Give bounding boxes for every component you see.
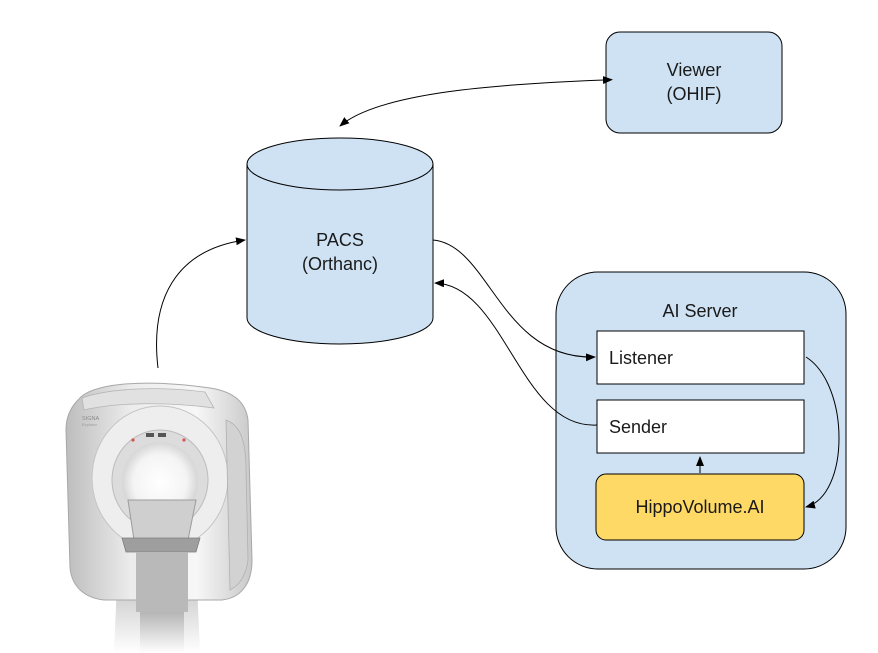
viewer-box [605,31,783,134]
sender-box [596,399,805,454]
pacs-title: PACS [316,230,364,250]
viewer-node: Viewer (OHIF) [605,31,783,134]
viewer-subtitle: (OHIF) [667,84,722,104]
scanner-pacs-arrow [156,237,246,369]
listener-hippovolume-arrow [805,356,840,509]
viewer-title: Viewer [667,60,722,80]
sender-pacs-arrow [434,279,598,426]
viewer-pacs-arrow [339,76,613,127]
scanner-model: Explorer [82,422,98,427]
scanner-table [127,499,197,541]
pacs-cylinder-top [246,137,434,191]
scanner-brand: SIGNA [82,416,99,422]
mri-scanner-icon: SIGNA Explorer [65,382,253,653]
listener-box [596,330,805,385]
sender-label: Sender [609,417,667,437]
pacs-node: PACS (Orthanc) [246,137,434,345]
pacs-listener-arrow [432,239,596,362]
hippovolume-label: HippoVolume.AI [635,497,764,517]
ai-server-title: AI Server [662,301,737,321]
listener-label: Listener [609,348,673,368]
pacs-cylinder-body [246,163,434,345]
hippovolume-box [595,473,805,541]
pacs-subtitle: (Orthanc) [302,254,378,274]
ai-server-node: AI Server Listener Sender HippoVolume.AI [555,271,847,570]
connectors [156,76,840,509]
